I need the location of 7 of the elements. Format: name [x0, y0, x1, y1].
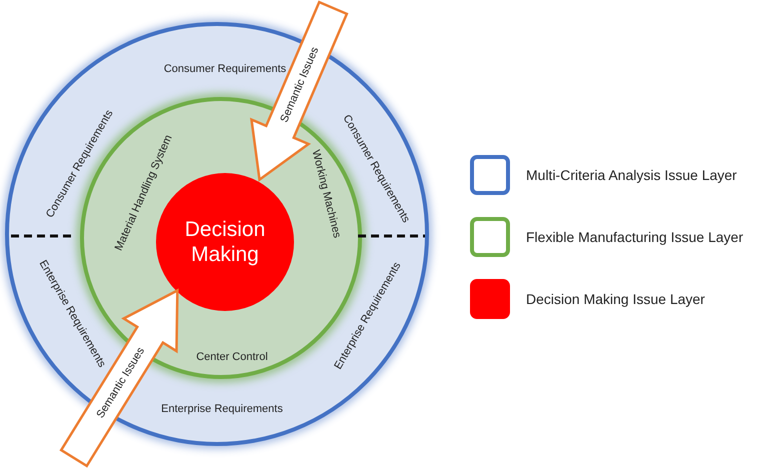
- legend-label: Flexible Manufacturing Issue Layer: [526, 228, 744, 247]
- layer-label: Enterprise Requirements: [161, 402, 283, 417]
- legend-label: Decision Making Issue Layer: [526, 290, 705, 309]
- legend-label: Multi-Criteria Analysis Issue Layer: [526, 166, 737, 185]
- layer-label: Center Control: [196, 350, 268, 365]
- layer-label: Working Machines: [308, 148, 344, 240]
- center-label: Decision Making: [184, 216, 266, 268]
